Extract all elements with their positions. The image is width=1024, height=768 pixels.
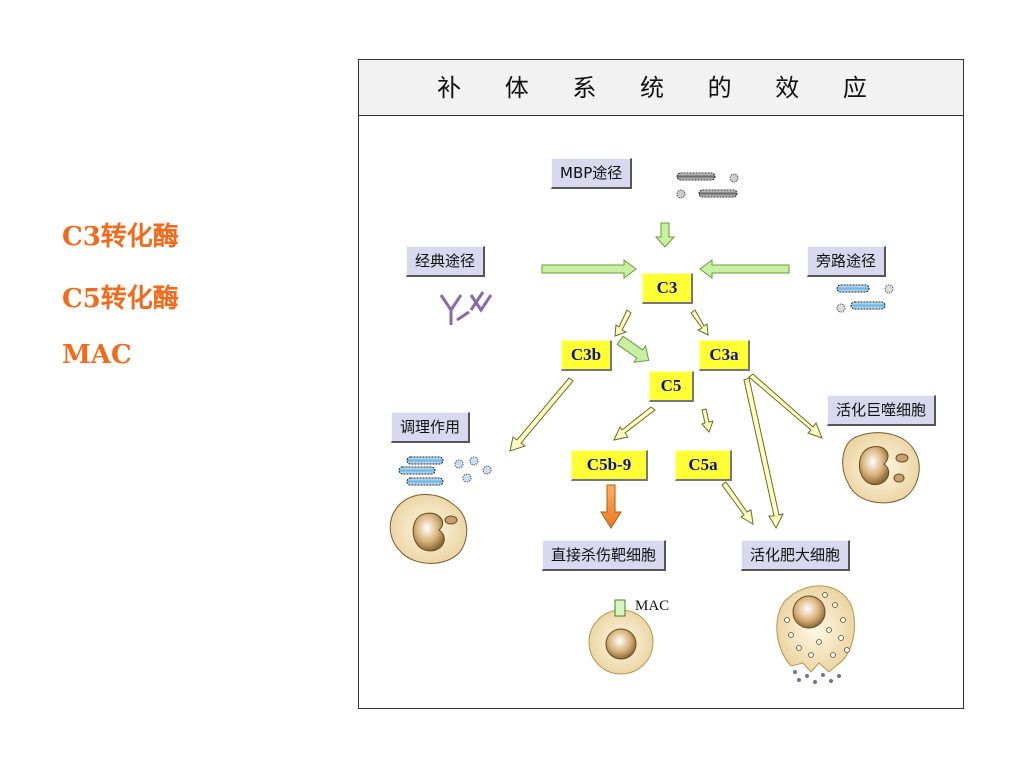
antibody-icon	[439, 291, 493, 325]
target-cell-icon	[588, 599, 654, 675]
mast-cell-icon	[776, 585, 855, 684]
diagram-graphics	[389, 172, 920, 684]
macrophage-activation-label: 活化巨噬细胞	[827, 395, 937, 426]
alternative-pathway-label: 旁路途径	[807, 246, 887, 277]
c3-node: C3	[642, 273, 693, 304]
opsonization-label: 调理作用	[391, 412, 471, 443]
sidebar-item-mac: MAC	[62, 340, 132, 370]
c3a-node: C3a	[699, 340, 750, 371]
c5b9-node: C5b-9	[571, 450, 648, 481]
pathway-arrows	[541, 222, 790, 363]
phagocyte-icon	[389, 494, 468, 564]
effect-arrows	[509, 309, 823, 530]
classical-pathway-label: 经典途径	[406, 246, 486, 277]
mbp-bacteria-icon	[676, 172, 739, 199]
macrophage-icon	[842, 432, 920, 504]
complement-diagram: 补 体 系 统 的 效 应	[358, 59, 964, 709]
kill-arrow	[600, 484, 622, 529]
opsonized-bacteria-icon	[398, 456, 492, 486]
sidebar-item-c3-convertase: C3转化酶	[62, 222, 179, 252]
c5a-node: C5a	[675, 450, 732, 481]
alternative-bacteria-icon	[836, 284, 894, 313]
mbp-pathway-label: MBP途径	[551, 158, 633, 189]
mast-cell-activation-label: 活化肥大细胞	[741, 540, 851, 571]
diagram-title: 补 体 系 统 的 效 应	[359, 60, 963, 116]
mac-label: MAC	[635, 598, 670, 614]
kill-target-label: 直接杀伤靶细胞	[542, 540, 667, 571]
c3b-node: C3b	[561, 340, 612, 371]
c5-node: C5	[649, 371, 694, 402]
sidebar-item-c5-convertase: C5转化酶	[62, 284, 179, 314]
